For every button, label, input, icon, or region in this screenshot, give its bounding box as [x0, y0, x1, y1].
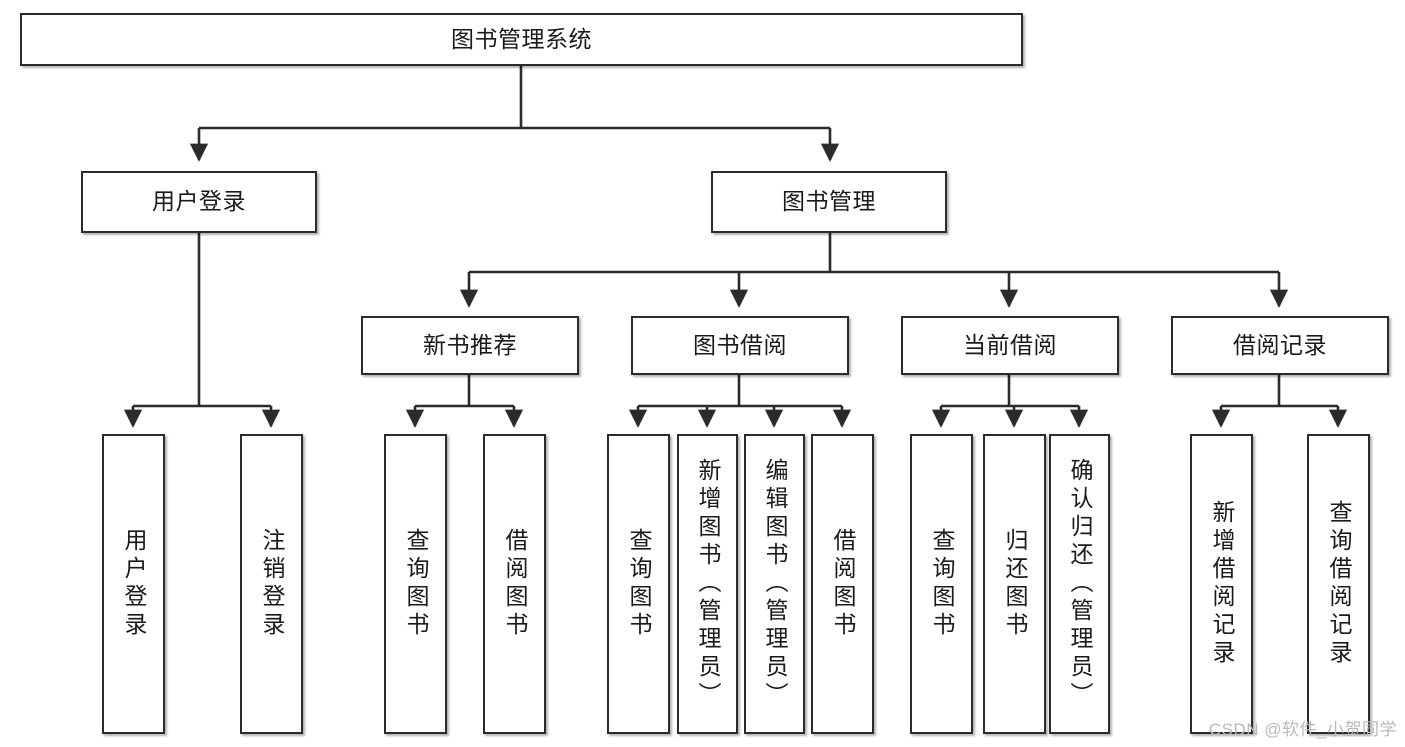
node-leaf-logout[interactable]: 注销登录: [240, 434, 303, 734]
node-leaf-borrow-book-2[interactable]: 借阅图书: [811, 434, 874, 734]
node-leaf-logout-label: 注销登录: [259, 528, 285, 640]
node-new-book-recommend-label: 新书推荐: [423, 331, 517, 358]
node-root-label: 图书管理系统: [451, 25, 592, 52]
node-leaf-return-book-label: 归还图书: [1002, 528, 1028, 640]
node-leaf-query-book-1[interactable]: 查询图书: [384, 434, 447, 734]
node-book-borrow-label: 图书借阅: [693, 331, 787, 358]
node-root[interactable]: 图书管理系统: [20, 13, 1023, 66]
node-leaf-user-login-label: 用户登录: [121, 528, 147, 640]
node-leaf-add-record[interactable]: 新增借阅记录: [1190, 434, 1253, 734]
node-leaf-query-book-2-label: 查询图书: [626, 528, 652, 640]
node-leaf-add-book[interactable]: 新增图书（管理员）: [677, 434, 738, 734]
node-leaf-confirm-return[interactable]: 确认归还（管理员）: [1049, 434, 1110, 734]
node-current-borrow-label: 当前借阅: [963, 331, 1057, 358]
node-leaf-query-record-label: 查询借阅记录: [1326, 500, 1352, 668]
node-user-login[interactable]: 用户登录: [81, 171, 317, 233]
node-book-manage-label: 图书管理: [782, 188, 876, 215]
node-leaf-query-record[interactable]: 查询借阅记录: [1307, 434, 1370, 734]
node-leaf-edit-book-label: 编辑图书（管理员）: [762, 458, 788, 710]
node-leaf-add-book-label: 新增图书（管理员）: [695, 458, 721, 710]
node-leaf-confirm-return-label: 确认归还（管理员）: [1067, 458, 1093, 710]
node-new-book-recommend[interactable]: 新书推荐: [361, 316, 579, 375]
node-leaf-query-book-3[interactable]: 查询图书: [910, 434, 973, 734]
node-leaf-borrow-book-1-label: 借阅图书: [502, 528, 528, 640]
node-leaf-edit-book[interactable]: 编辑图书（管理员）: [744, 434, 805, 734]
node-borrow-record-label: 借阅记录: [1233, 331, 1327, 358]
watermark-text: CSDN @软件_小贺同学: [1208, 720, 1397, 739]
node-leaf-query-book-3-label: 查询图书: [929, 528, 955, 640]
node-leaf-query-book-1-label: 查询图书: [403, 528, 429, 640]
node-leaf-borrow-book-2-label: 借阅图书: [830, 528, 856, 640]
node-user-login-label: 用户登录: [152, 188, 246, 215]
node-leaf-borrow-book-1[interactable]: 借阅图书: [483, 434, 546, 734]
node-leaf-return-book[interactable]: 归还图书: [983, 434, 1046, 734]
node-book-borrow[interactable]: 图书借阅: [631, 316, 849, 375]
node-borrow-record[interactable]: 借阅记录: [1171, 316, 1389, 375]
node-leaf-add-record-label: 新增借阅记录: [1209, 500, 1235, 668]
node-book-manage[interactable]: 图书管理: [711, 171, 947, 233]
node-current-borrow[interactable]: 当前借阅: [901, 316, 1119, 375]
node-leaf-user-login[interactable]: 用户登录: [102, 434, 165, 734]
node-leaf-query-book-2[interactable]: 查询图书: [607, 434, 670, 734]
